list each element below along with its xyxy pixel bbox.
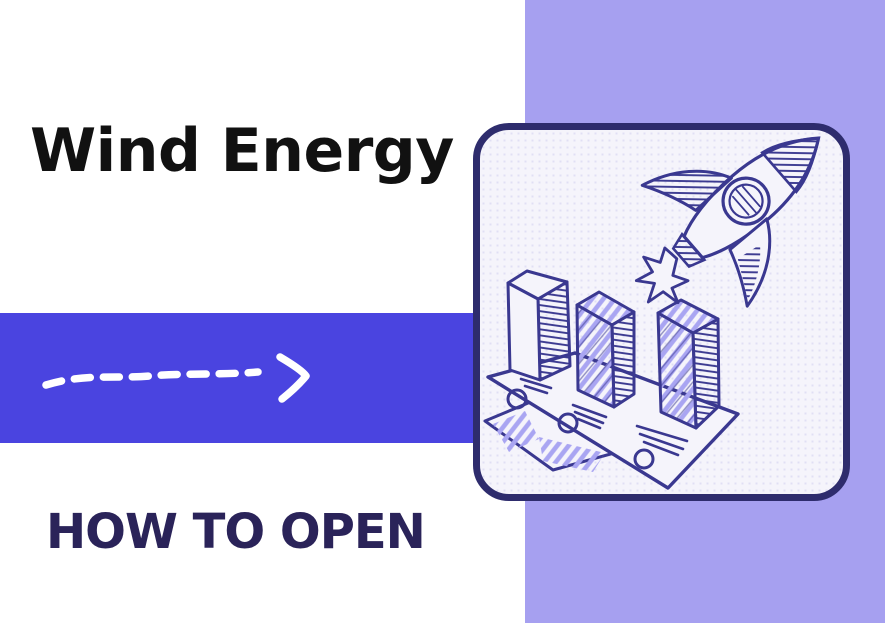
accent-band <box>0 313 478 443</box>
rocket-fin-left <box>640 169 733 212</box>
paper-top <box>486 351 740 490</box>
bar-middle <box>575 290 636 409</box>
illustration-card <box>473 123 850 501</box>
bar-tall <box>506 269 572 382</box>
rocket-nose <box>760 136 821 194</box>
rocket-nozzle <box>671 232 707 269</box>
circle-marks <box>506 388 655 470</box>
rocket-icon <box>634 136 821 308</box>
speed-lines <box>519 377 689 457</box>
flame-icon <box>634 246 690 305</box>
rocket-growth-chart-illustration <box>483 136 821 490</box>
slide-subtitle: HOW TO OPEN <box>46 504 426 560</box>
porthole-icon <box>721 176 771 226</box>
bar-right <box>656 298 721 430</box>
dashed-arrow-icon <box>42 353 310 403</box>
slide-title: Wind Energy <box>30 116 454 186</box>
